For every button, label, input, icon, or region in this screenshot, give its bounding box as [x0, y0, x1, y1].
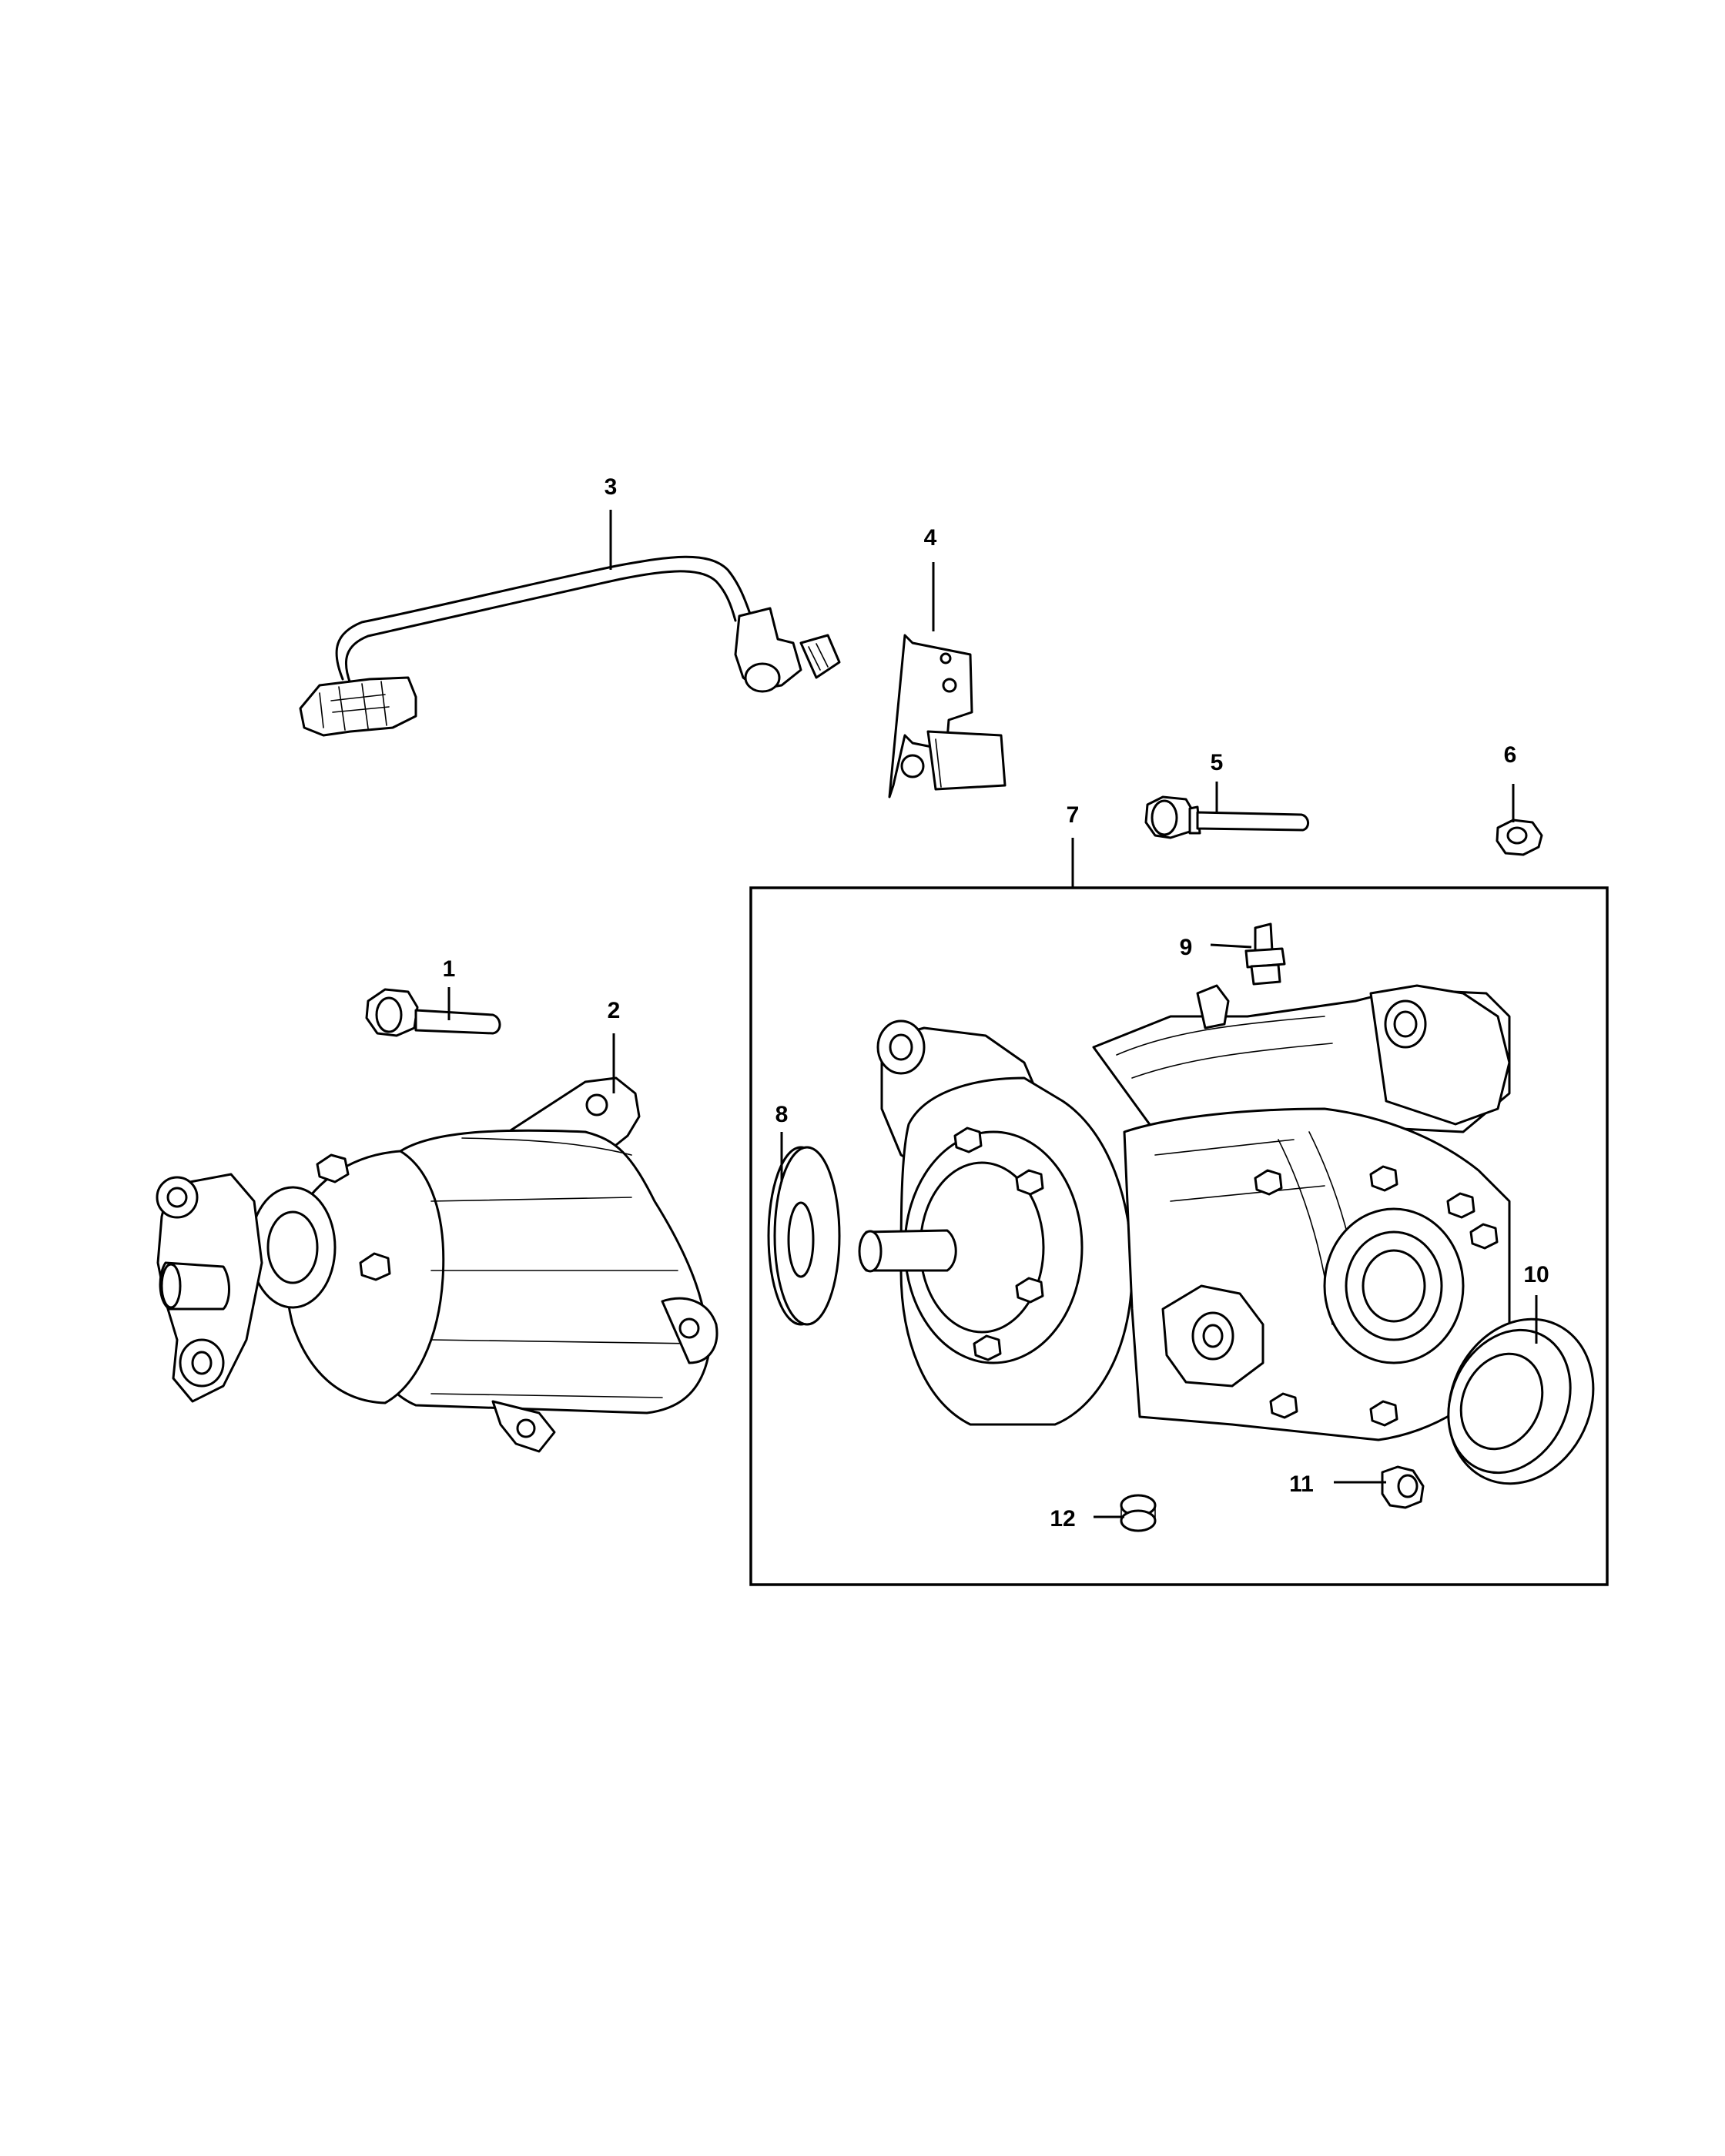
actuator-housing-part-2[interactable] [156, 1076, 718, 1453]
callout-9: 9 [1180, 935, 1193, 960]
leader-line-9 [1210, 943, 1252, 949]
callout-7: 7 [1067, 802, 1080, 828]
callout-8: 8 [775, 1102, 789, 1127]
axle-seal-part-10[interactable] [1422, 1295, 1619, 1507]
vent-fitting-part-9[interactable] [1244, 922, 1286, 986]
assembly-frame-part-7 [749, 886, 1609, 1586]
plug-part-12[interactable] [1120, 1494, 1157, 1532]
bracket-part-4[interactable] [888, 634, 1007, 798]
callout-11: 11 [1289, 1471, 1314, 1497]
plug-part-11[interactable] [1381, 1465, 1425, 1509]
wiring-harness-part-3[interactable] [299, 555, 841, 737]
callout-3: 3 [605, 474, 618, 500]
nut-part-6[interactable] [1496, 819, 1543, 856]
bolt-part-1[interactable] [365, 988, 501, 1037]
bolt-part-5[interactable] [1144, 795, 1309, 839]
callout-12: 12 [1050, 1506, 1075, 1532]
callout-5: 5 [1211, 750, 1224, 775]
callout-4: 4 [924, 525, 937, 551]
callout-10: 10 [1523, 1262, 1549, 1287]
callout-2: 2 [608, 998, 621, 1023]
seal-part-8[interactable] [767, 1146, 841, 1326]
callout-6: 6 [1504, 742, 1517, 768]
differential-housing[interactable] [858, 984, 1511, 1441]
callout-1: 1 [443, 956, 456, 982]
